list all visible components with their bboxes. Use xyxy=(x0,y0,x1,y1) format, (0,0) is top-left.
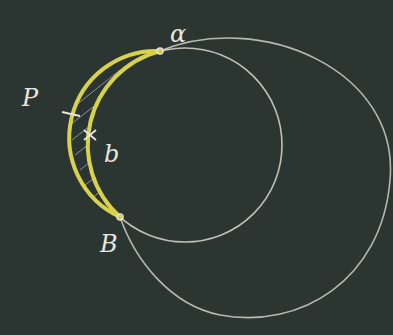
point-label: P xyxy=(22,86,38,110)
point-label: α xyxy=(170,22,186,46)
point-label: b xyxy=(104,142,119,166)
arc-b xyxy=(88,51,160,217)
large-circle xyxy=(120,38,391,318)
tick-mark xyxy=(84,130,96,140)
tick-mark xyxy=(62,112,80,116)
small-circle xyxy=(88,48,282,242)
point xyxy=(157,48,163,54)
arc-p xyxy=(69,51,160,217)
point-label: B xyxy=(100,232,118,256)
tick-mark xyxy=(84,130,96,140)
point xyxy=(117,214,123,220)
